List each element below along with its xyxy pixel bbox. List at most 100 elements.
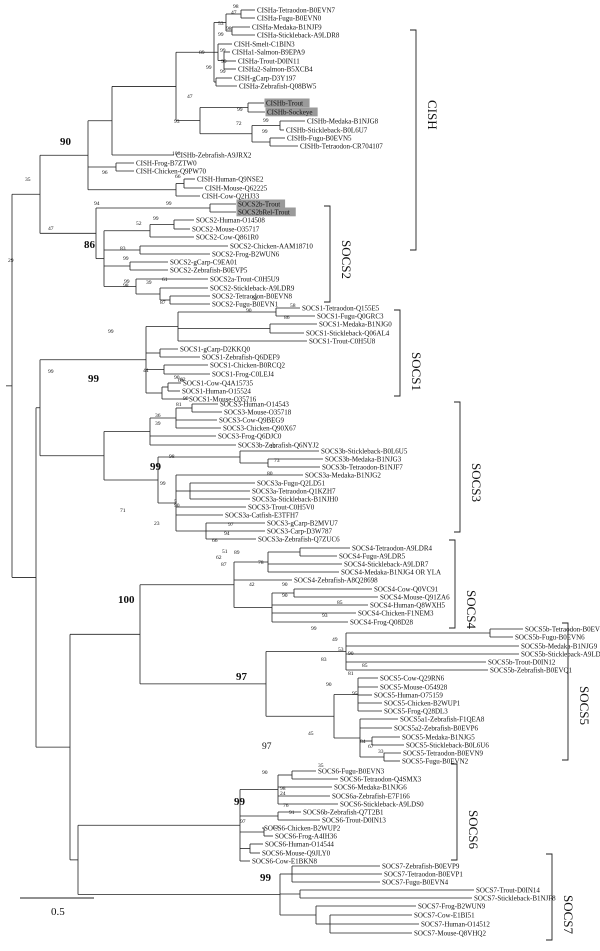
bootstrap-value: 23 (154, 521, 160, 527)
bootstrap-value: 99 (153, 216, 159, 222)
bootstrap-value-major: 86 (84, 239, 96, 251)
bootstrap-value: 61 (162, 277, 168, 283)
bootstrap-value: 98 (226, 26, 232, 32)
leaf-label: SOCS5-Mouse-O54928 (380, 683, 448, 691)
leaf-label: SOCS4-Human-Q8WXH5 (370, 601, 446, 609)
clade-bracket (454, 401, 461, 533)
leaf-label: CISHb-Medaka-B1NJG8 (307, 117, 379, 125)
leaf-label: SOCS6-Chicken-B2WUP2 (264, 824, 341, 832)
bootstrap-value: 97 (228, 522, 234, 528)
leaf-label: SOCS3-Cow-Q9BEG9 (219, 416, 284, 424)
leaf-label: CISH-Human-Q9NSE2 (197, 175, 264, 183)
bootstrap-value: 99 (262, 129, 268, 135)
leaf-label: SOCS2a-Trout-C0H5U9 (210, 275, 280, 283)
leaf-label: SOCS7-Mouse-Q8VHQ2 (414, 929, 486, 937)
leaf-label: SOCS4-Chicken-F1NEM3 (358, 609, 434, 617)
bootstrap-value: 81 (348, 671, 354, 677)
leaf-label: CISHb-Tetraodon-CR704107 (300, 142, 383, 150)
bootstrap-value: 80 (267, 471, 273, 477)
clade-label: SOCS5 (577, 686, 592, 725)
bootstrap-value: 99 (123, 256, 129, 262)
bootstrap-value: 62 (180, 377, 186, 383)
bootstrap-value: 97 (240, 819, 246, 825)
leaf-label: SOCS4-Medaka-B1NJG4 OR YLA (341, 568, 441, 576)
leaf-label: CISHa-Stickleback-A9LDR8 (257, 31, 340, 39)
bootstrap-value: 67 (368, 744, 374, 750)
leaf-label: SOCS6b-Zebrafish-Q7T2B1 (303, 808, 384, 816)
leaf-label: SOCS7-Stickleback-B1NJF8 (474, 894, 556, 902)
leaf-label: SOCS7-Cow-E1BI51 (414, 911, 475, 919)
bootstrap-value: 87 (160, 300, 166, 306)
bootstrap-value: 100 (172, 151, 181, 157)
scale-bar: 0.5 (20, 897, 94, 918)
leaf-label: CISHb-Trout (266, 99, 303, 107)
bootstrap-value: 95 (352, 691, 358, 697)
leaf-label: SOCS3b-Tetraodon-B1NJF7 (322, 463, 403, 471)
bootstrap-value: 90 (348, 651, 354, 657)
scale-bar-label: 0.5 (51, 906, 65, 918)
leaf-label: SOCS5-Fugu-B0EVN2 (402, 757, 469, 765)
bootstrap-value: 89 (234, 550, 240, 556)
leaf-label: SOCS2-Frog-B2WUN6 (212, 250, 280, 258)
bootstrap-value-major: 97 (262, 742, 272, 752)
tree-branches (6, 9, 523, 934)
bootstrap-value: 45 (308, 731, 314, 737)
bootstrap-value: 44 (143, 368, 149, 374)
bootstrap-value: 94 (94, 201, 100, 207)
leaf-label: SOCS6-Tetraodon-Q4SMX3 (340, 775, 422, 783)
bootstrap-value: 99 (160, 481, 166, 487)
leaf-label: SOCS1-Trout-C0H5U8 (309, 337, 376, 345)
bootstrap-value: 84 (360, 739, 366, 745)
leaf-label: SOCS2-Human-O14508 (196, 216, 265, 224)
clade-bracket (451, 763, 458, 861)
leaf-label: SOCS4-Zebrafish-A8Q28698 (294, 576, 378, 584)
leaf-label: SOCS2b-Trout (238, 200, 280, 208)
leaf-label: SOCS5b-Stickleback-A9LDS1 (521, 650, 600, 658)
leaf-label: SOCS3a-Zebrafish-Q7ZUC6 (258, 535, 340, 543)
leaf-label: SOCS2-Zebrafish-B0EVP5 (170, 266, 248, 274)
leaf-label: SOCS3b-Stickleback-B0L6U5 (321, 447, 408, 455)
bootstrap-value: 98 (123, 283, 129, 289)
bootstrap-value: 93 (322, 613, 328, 619)
leaf-label: SOCS3a-Fugu-Q2LD51 (257, 479, 326, 487)
bootstrap-value: 53 (338, 647, 344, 653)
leaf-label: SOCS3b-Medaka-B1NJG3 (325, 455, 402, 463)
clade-label: CISH (425, 100, 440, 130)
clade-label: SOCS6 (466, 810, 481, 850)
leaf-label: SOCS7-Zebrafish-B0EVP9 (382, 862, 460, 870)
leaf-label: SOCS6-Medaka-B1NJG6 (334, 783, 407, 791)
leaf-label: SOCS3-Chicken-Q90X67 (223, 424, 297, 432)
leaf-label: SOCS6-Fugu-B0EVN3 (318, 767, 385, 775)
leaf-label: CISHa-Medaka-B1NJF9 (252, 23, 322, 31)
leaf-label: SOCS2-Mouse-O35717 (192, 225, 260, 233)
highlight-box (236, 199, 286, 209)
bootstrap-value: 92 (252, 296, 258, 302)
leaf-label: SOCS2-Cow-Q861R0 (196, 233, 259, 241)
bootstrap-value: 39 (155, 421, 161, 427)
leaf-label: SOCS5-Tetraodon-B0EVN9 (403, 749, 484, 757)
leaf-label: SOCS6-Human-O14544 (265, 840, 334, 848)
bootstrap-value: 58 (290, 303, 296, 309)
bootstrap-value: 99 (206, 65, 212, 71)
bootstrap-value: 99 (311, 626, 317, 632)
bootstrap-value: 5 (174, 499, 177, 505)
leaf-label: SOCS5-Medaka-B1NJG5 (402, 733, 475, 741)
bootstrap-value: 98 (280, 786, 286, 792)
leaf-label: SOCS2bRel-Trout (238, 208, 290, 216)
leaf-label: CISHb-Zebrafish-A9JRX2 (176, 151, 252, 159)
bootstrap-value: 99 (237, 107, 243, 113)
leaf-label: SOCS4-Frog-Q08D28 (350, 618, 414, 626)
clade-label: SOCS3 (469, 463, 484, 502)
bootstrap-value: 73 (274, 458, 280, 464)
leaf-label: SOCS2-Fugu-B0EVN1 (212, 300, 279, 308)
leaf-label: SOCS1-Mouse-O35716 (189, 395, 257, 403)
bootstrap-value: 39 (146, 280, 152, 286)
bootstrap-value-major: 97 (236, 671, 248, 683)
leaf-label: SOCS5b-Zebrafish-B0EVQ1 (490, 666, 573, 674)
bootstrap-value: 99 (108, 329, 114, 335)
bootstrap-value: 86 (284, 315, 290, 321)
bootstrap-value: 91 (289, 810, 295, 816)
